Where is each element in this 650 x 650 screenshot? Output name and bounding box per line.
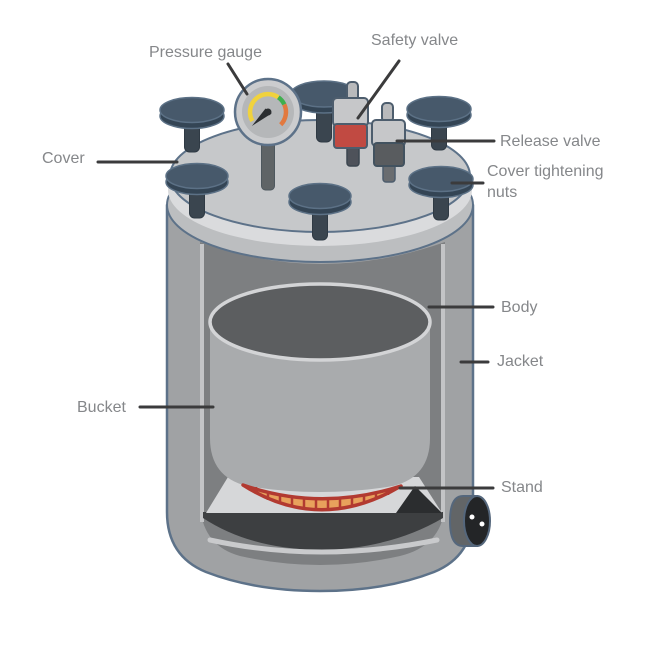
cavity-shadow <box>203 512 443 550</box>
bucket-opening <box>208 282 432 362</box>
cover-nut <box>288 182 352 241</box>
socket-pin-hole <box>479 521 485 527</box>
gauge-needle-hub <box>264 108 272 116</box>
socket-pin-hole <box>469 514 475 520</box>
cover-nut <box>406 95 472 151</box>
label-jacket: Jacket <box>497 353 544 370</box>
leader-safety-valve <box>356 59 401 120</box>
bowl-highlight <box>207 537 440 555</box>
heating-element <box>241 483 403 512</box>
gauge-scale-arc <box>247 91 289 127</box>
power-socket <box>448 495 491 547</box>
gauge-stem <box>261 139 275 191</box>
socket-face <box>463 495 491 547</box>
label-cover-tightening-nuts: Cover tightening nuts <box>487 163 604 201</box>
cover-nut <box>165 162 229 219</box>
cover-nut <box>408 165 474 221</box>
label-bucket: Bucket <box>77 399 126 416</box>
cover-nut <box>159 96 225 153</box>
label-safety-valve: Safety valve <box>371 32 459 49</box>
label-release-valve: Release valve <box>500 133 601 150</box>
platform-shadow <box>396 486 442 513</box>
label-pressure-gauge: Pressure gauge <box>149 44 262 61</box>
label-body: Body <box>501 299 538 316</box>
pressure-gauge <box>233 77 303 191</box>
release-valve <box>371 102 406 183</box>
bucket-body <box>210 322 430 492</box>
bucket <box>208 282 432 492</box>
label-cover: Cover <box>42 150 85 167</box>
leader-pressure-gauge <box>226 62 249 96</box>
leader-lines <box>96 59 496 490</box>
safety-valve <box>332 81 369 167</box>
label-stand: Stand <box>501 479 543 496</box>
heater-stripes <box>254 487 390 510</box>
cover-nuts <box>159 80 474 241</box>
